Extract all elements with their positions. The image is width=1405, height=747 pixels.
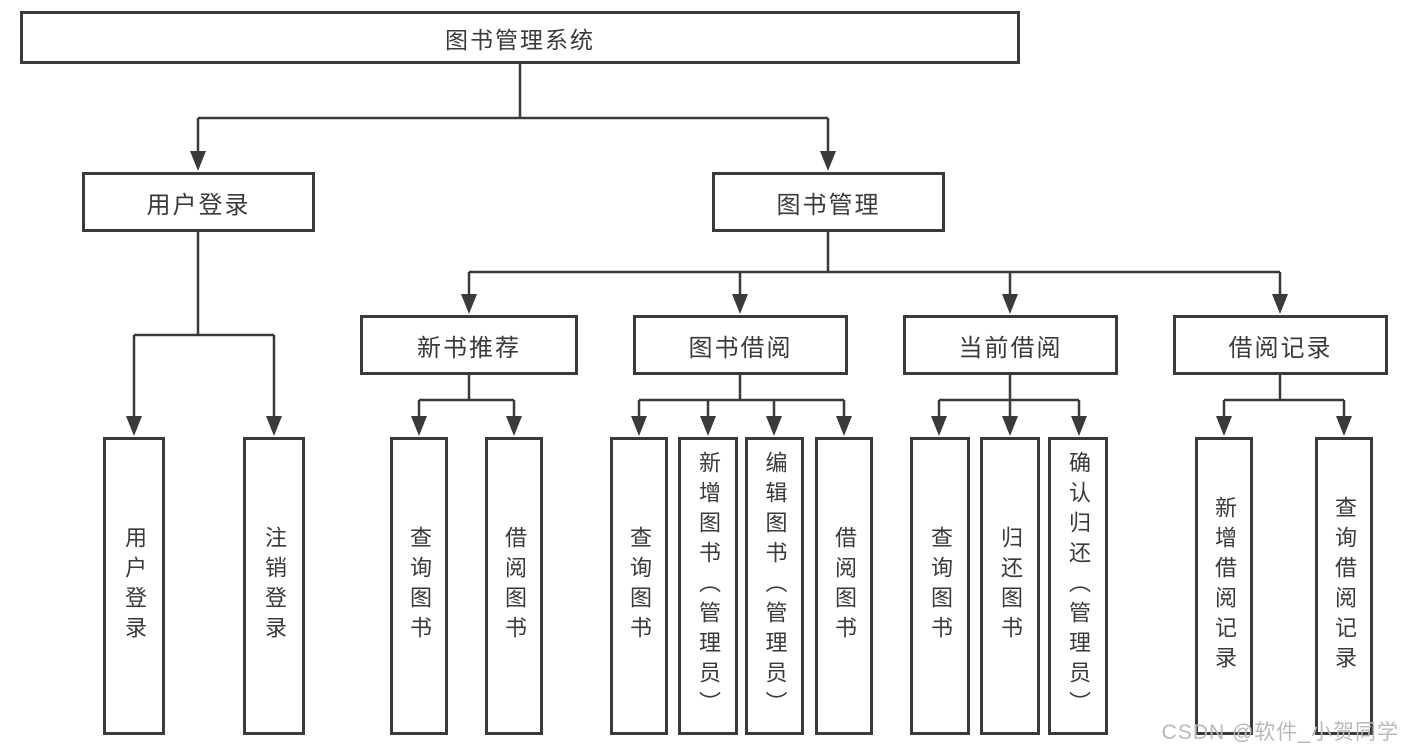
leaf-query-books-recommend: 查询图书 <box>390 437 448 735</box>
leaf-user-login-label: 用户登录 <box>122 526 147 646</box>
node-book-management: 图书管理 <box>712 172 945 232</box>
leaf-return-books: 归还图书 <box>980 437 1040 735</box>
node-borrow-records-label: 借阅记录 <box>1228 334 1333 362</box>
leaf-borrow-books-label: 借阅图书 <box>832 526 857 646</box>
node-new-book-recommend-label: 新书推荐 <box>417 334 521 362</box>
leaf-borrow-books: 借阅图书 <box>815 437 873 735</box>
node-current-borrow-label: 当前借阅 <box>958 334 1063 362</box>
leaf-add-borrow-record-label: 新增借阅记录 <box>1212 496 1237 676</box>
leaf-edit-book-admin: 编辑图书（管理员） <box>745 437 804 735</box>
arrowheads <box>126 151 1352 436</box>
node-book-borrow-label: 图书借阅 <box>688 334 793 362</box>
leaf-borrow-books-recommend-label: 借阅图书 <box>502 526 527 646</box>
node-book-borrow: 图书借阅 <box>633 315 848 375</box>
connector-strokes <box>132 64 1346 419</box>
node-book-management-label: 图书管理 <box>776 191 881 219</box>
leaf-add-book-admin: 新增图书（管理员） <box>678 437 738 735</box>
leaf-query-borrow-record-label: 查询借阅记录 <box>1332 496 1357 676</box>
leaf-add-borrow-record: 新增借阅记录 <box>1195 437 1253 735</box>
csdn-watermark: CSDN @软件_小贺同学 <box>1161 721 1399 744</box>
leaf-return-books-label: 归还图书 <box>998 526 1023 646</box>
node-root-label: 图书管理系统 <box>445 26 595 53</box>
leaf-query-borrow-record: 查询借阅记录 <box>1315 437 1373 735</box>
node-user-login-label: 用户登录 <box>146 191 251 219</box>
leaf-confirm-return-admin-label: 确认归还（管理员） <box>1066 451 1091 721</box>
leaf-query-books-borrow: 查询图书 <box>610 437 668 735</box>
leaf-logout: 注销登录 <box>243 437 305 735</box>
leaf-query-books-current: 查询图书 <box>910 437 970 735</box>
node-root-system: 图书管理系统 <box>20 11 1020 64</box>
leaf-confirm-return-admin: 确认归还（管理员） <box>1048 437 1108 735</box>
leaf-query-books-borrow-label: 查询图书 <box>627 526 652 646</box>
node-new-book-recommend: 新书推荐 <box>360 315 578 375</box>
leaf-borrow-books-recommend: 借阅图书 <box>485 437 543 735</box>
leaf-query-books-current-label: 查询图书 <box>928 526 953 646</box>
leaf-logout-label: 注销登录 <box>262 526 287 646</box>
leaf-user-login: 用户登录 <box>103 437 165 735</box>
leaf-query-books-recommend-label: 查询图书 <box>407 526 432 646</box>
node-borrow-records: 借阅记录 <box>1173 315 1388 375</box>
leaf-edit-book-admin-label: 编辑图书（管理员） <box>762 451 788 721</box>
leaf-add-book-admin-label: 新增图书（管理员） <box>696 451 721 721</box>
node-user-login: 用户登录 <box>82 172 315 232</box>
node-current-borrow: 当前借阅 <box>903 315 1118 375</box>
